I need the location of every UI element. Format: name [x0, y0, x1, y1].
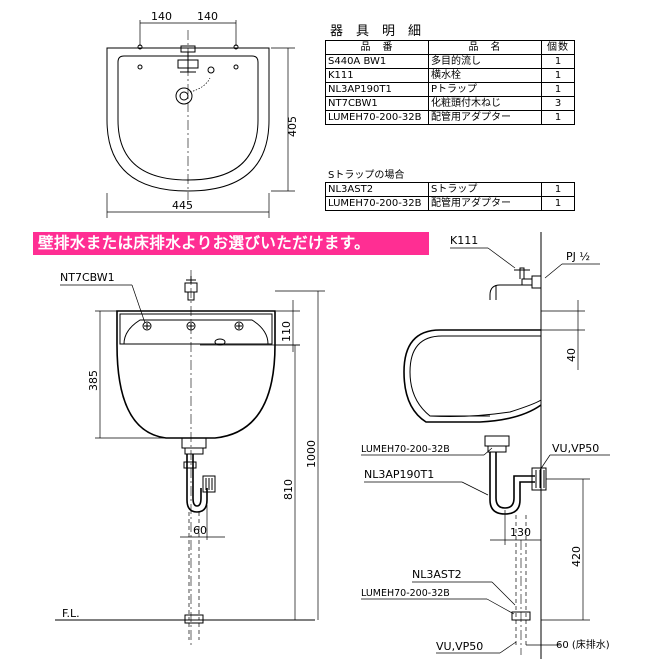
- parts-table-title: 器具明細: [330, 24, 435, 39]
- table-row: NL3AP190T1 Pトラップ 1: [325, 82, 575, 97]
- part-name: 横水栓: [428, 68, 542, 83]
- part-quantity: 3: [541, 96, 575, 111]
- floor-label: F.L.: [62, 607, 80, 620]
- side-basin-outline: [403, 329, 542, 423]
- part-number: LUMEH70-200-32B: [325, 110, 429, 125]
- part-quantity: 1: [541, 54, 575, 69]
- dim-445: 445: [172, 199, 193, 212]
- front-view: F.L. NT7CBW1 385 110 1000 810 60: [55, 270, 325, 645]
- dim-420: 420: [570, 546, 583, 567]
- label-vp50-floor: VU,VP50: [436, 640, 483, 653]
- label-k111: K111: [450, 234, 478, 247]
- side-view: K111 PJ ½ 40 LUMEH70-200-32B VU,VP50: [361, 232, 610, 659]
- header-part-name: 品 名: [428, 40, 542, 55]
- part-number: LUMEH70-200-32B: [325, 196, 429, 211]
- parts-table-header: 品 番 品 名 個数: [325, 40, 575, 55]
- part-number: K111: [325, 68, 429, 83]
- table-row: LUMEH70-200-32B 配管用アダプター 1: [325, 196, 575, 211]
- label-pj: PJ ½: [566, 250, 590, 263]
- part-number: S440A BW1: [325, 54, 429, 69]
- part-number: NT7CBW1: [325, 96, 429, 111]
- parts-table: 品 番 品 名 個数 S440A BW1 多目的流し 1 K111 横水栓 1 …: [325, 40, 575, 125]
- part-quantity: 1: [541, 68, 575, 83]
- table-row: K111 横水栓 1: [325, 68, 575, 83]
- header-quantity: 個数: [541, 40, 575, 55]
- label-lumeh: LUMEH70-200-32B: [361, 444, 450, 455]
- dim-810: 810: [282, 479, 295, 500]
- part-name: 配管用アダプター: [428, 196, 542, 211]
- part-name: Sトラップ: [428, 182, 542, 197]
- table-row: S440A BW1 多目的流し 1: [325, 54, 575, 69]
- dim-60: 60: [193, 524, 207, 537]
- part-quantity: 1: [541, 196, 575, 211]
- side-p-trap: [489, 452, 535, 515]
- dim-140-right: 140: [197, 10, 218, 23]
- dim-60-floor: 60 (床排水): [556, 638, 610, 651]
- s-trap-table: NL3AST2 Sトラップ 1 LUMEH70-200-32B 配管用アダプター…: [325, 182, 575, 211]
- table-row: LUMEH70-200-32B 配管用アダプター 1: [325, 110, 575, 125]
- part-quantity: 1: [541, 182, 575, 197]
- label-nl3ast2: NL3AST2: [412, 568, 462, 581]
- drain-option-banner: 壁排水または床排水よりお選びいただけます。: [33, 232, 429, 255]
- part-name: 化粧頭付木ねじ: [428, 96, 542, 111]
- label-nl3ap190t1: NL3AP190T1: [364, 468, 434, 481]
- dim-1000: 1000: [305, 440, 318, 468]
- part-name: 多目的流し: [428, 54, 542, 69]
- part-quantity: 1: [541, 82, 575, 97]
- table-row: NL3AST2 Sトラップ 1: [325, 182, 575, 197]
- part-name: 配管用アダプター: [428, 110, 542, 125]
- dim-405: 405: [286, 116, 299, 137]
- top-view-basin-outline: [106, 47, 270, 192]
- top-view-drain-icon: [175, 87, 193, 105]
- part-number: NL3AST2: [325, 182, 429, 197]
- side-faucet-icon: [489, 267, 541, 300]
- table-row: NT7CBW1 化粧頭付木ねじ 3: [325, 96, 575, 111]
- dim-385: 385: [87, 370, 100, 391]
- label-lumeh-2: LUMEH70-200-32B: [361, 588, 450, 599]
- part-name: Pトラップ: [428, 82, 542, 97]
- dim-40: 40: [565, 348, 578, 362]
- part-quantity: 1: [541, 110, 575, 125]
- front-basin-outline: [116, 310, 276, 439]
- front-p-trap: [186, 454, 208, 513]
- top-view-basin-inner: [117, 55, 259, 181]
- header-part-number: 品 番: [325, 40, 429, 55]
- part-number: NL3AP190T1: [325, 82, 429, 97]
- dim-140-left: 140: [151, 10, 172, 23]
- top-view: 140 140 405 445: [106, 10, 299, 218]
- s-trap-caption: Sトラップの場合: [328, 170, 405, 181]
- label-vp50: VU,VP50: [552, 442, 599, 455]
- label-nt7cbw1: NT7CBW1: [60, 271, 115, 284]
- dim-110: 110: [280, 321, 293, 342]
- dim-130: 130: [510, 526, 531, 539]
